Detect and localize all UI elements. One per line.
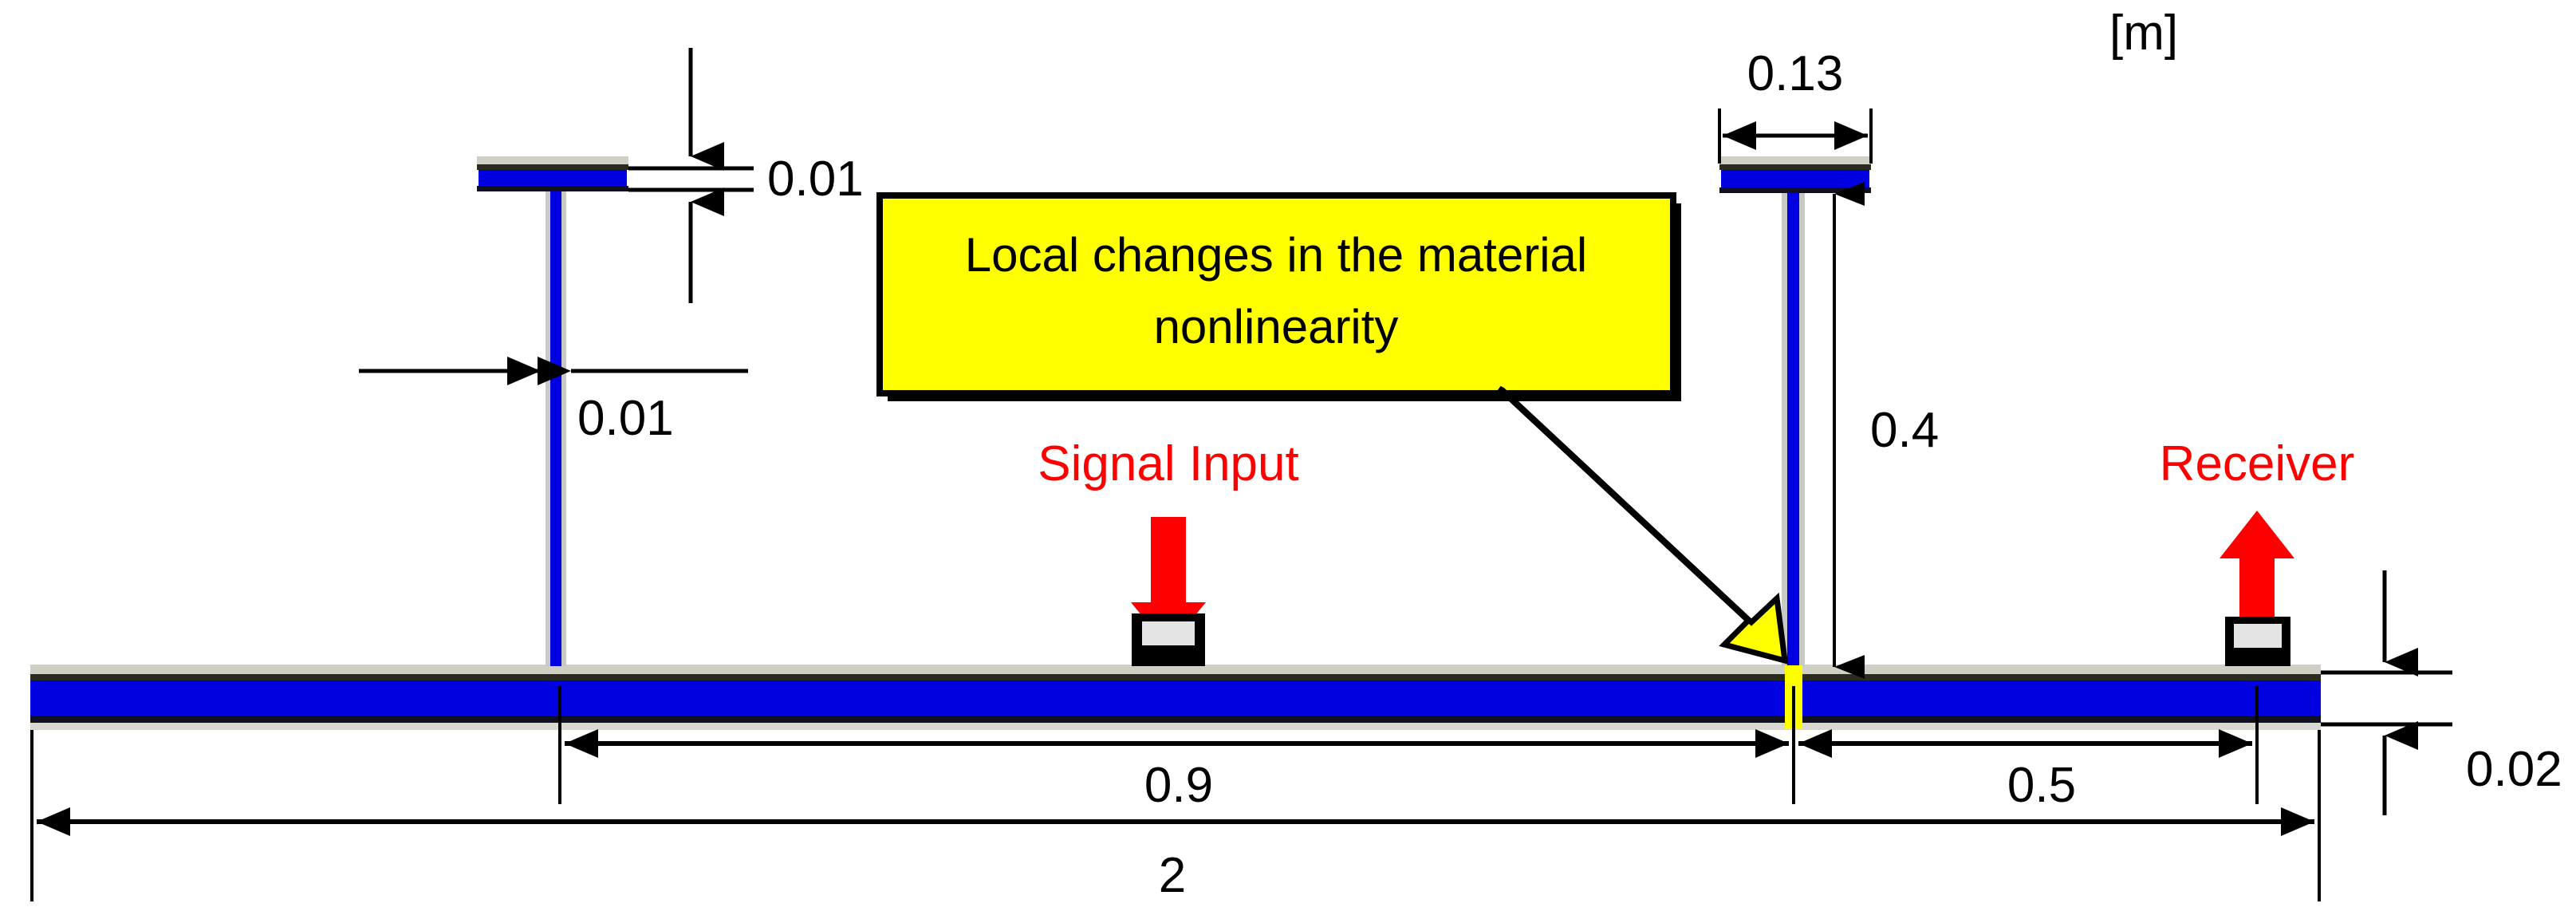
dimension-stiffener-flange-width: 0.13 bbox=[1718, 46, 1873, 164]
dim-label-0-5: 0.5 bbox=[2007, 758, 2076, 813]
dim-label-flange-width: 0.13 bbox=[1747, 46, 1844, 101]
right-stiffener bbox=[1719, 156, 1871, 666]
receiver-group: Receiver bbox=[2160, 436, 2355, 666]
callout-line-2: nonlinearity bbox=[1154, 300, 1399, 353]
dimension-flange-thickness: 0.01 bbox=[628, 48, 864, 303]
left-stiffener bbox=[477, 156, 628, 666]
receiver-arrow-icon bbox=[2220, 511, 2294, 666]
dimension-stiffener-height: 0.4 bbox=[1833, 182, 1939, 679]
callout-leader-arrow bbox=[1497, 385, 1789, 665]
dimension-0-5: 0.5 bbox=[1798, 686, 2259, 813]
dim-label-total-length: 2 bbox=[1159, 848, 1186, 903]
base-plate bbox=[30, 665, 2321, 730]
callout-box: Local changes in the material nonlineari… bbox=[876, 192, 1681, 401]
dimension-plate-thickness: 0.02 bbox=[2321, 570, 2562, 815]
callout-line-1: Local changes in the material bbox=[965, 228, 1587, 282]
dim-label-flange-thickness: 0.01 bbox=[767, 152, 864, 207]
dim-label-web-thickness: 0.01 bbox=[577, 391, 674, 446]
dim-label-stiffener-height: 0.4 bbox=[1870, 403, 1939, 458]
dim-label-0-9: 0.9 bbox=[1144, 758, 1213, 813]
unit-label: [m] bbox=[2109, 6, 2178, 61]
signal-input-label: Signal Input bbox=[1038, 436, 1298, 491]
dimension-total-length: 2 bbox=[30, 730, 2321, 903]
dimension-web-thickness: 0.01 bbox=[359, 357, 748, 446]
signal-input-group: Signal Input bbox=[1038, 436, 1299, 666]
dimension-0-9: 0.9 bbox=[558, 686, 1795, 813]
dim-label-plate-thickness: 0.02 bbox=[2466, 742, 2562, 797]
receiver-label: Receiver bbox=[2160, 436, 2355, 491]
